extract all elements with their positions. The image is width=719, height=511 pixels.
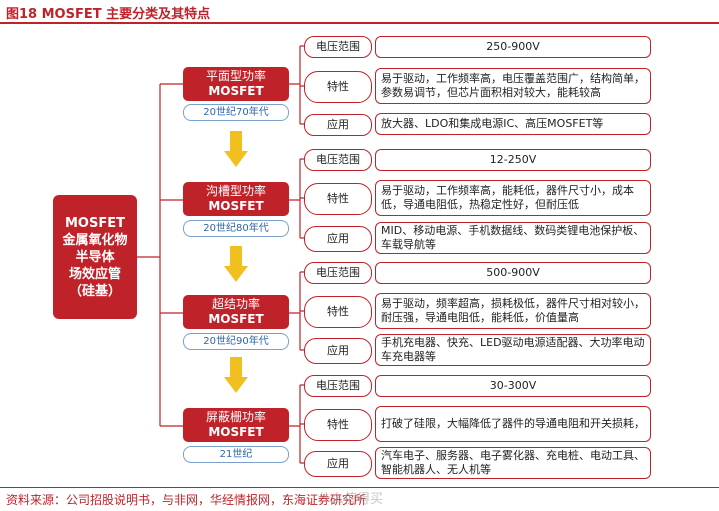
- row-value-voltage: 12-250V: [375, 149, 651, 171]
- root-line: 金属氧化物: [62, 232, 128, 248]
- row-label-features: 特性: [304, 296, 372, 328]
- category-type: MOSFET: [208, 199, 264, 213]
- category-name: 沟槽型功率: [205, 184, 266, 198]
- title-rule: [0, 22, 719, 24]
- row-label-features: 特性: [304, 183, 372, 215]
- row-value-features: 打破了硅限，大幅降低了器件的导通电阻和开关损耗，: [375, 406, 651, 442]
- row-label-applications: 应用: [304, 338, 372, 364]
- row-label-voltage: 电压范围: [304, 262, 372, 284]
- row-value-voltage: 30-300V: [375, 375, 651, 397]
- category-planar: 平面型功率 MOSFET: [183, 67, 289, 101]
- cat2-connector: [289, 158, 304, 239]
- category-name: 平面型功率: [205, 69, 266, 83]
- root-line: 半导体: [75, 249, 115, 265]
- root-line: （硅基）: [68, 283, 121, 299]
- era-badge: 21世纪: [183, 446, 289, 463]
- category-type: MOSFET: [208, 84, 264, 98]
- footer-rule: [0, 487, 719, 488]
- row-value-features: 易于驱动，工作频率高，能耗低，器件尺寸小，成本低，导通电阻低，热稳定性好，但耐压…: [375, 180, 651, 216]
- root-line: MOSFET: [65, 215, 125, 231]
- mosfet-root-box: MOSFET 金属氧化物 半导体 场效应管 （硅基）: [53, 195, 137, 319]
- down-arrow-icon: [224, 131, 248, 167]
- category-trench: 沟槽型功率 MOSFET: [183, 182, 289, 216]
- row-label-applications: 应用: [304, 114, 372, 136]
- era-badge: 20世纪80年代: [183, 220, 289, 237]
- row-label-features: 特性: [304, 71, 372, 103]
- down-arrow-icon: [224, 246, 248, 282]
- row-label-applications: 应用: [304, 451, 372, 477]
- figure-title: 图18 MOSFET 主要分类及其特点: [6, 7, 211, 22]
- row-label-voltage: 电压范围: [304, 375, 372, 397]
- row-value-applications: 手机充电器、快充、LED驱动电源适配器、大功率电动车充电器等: [375, 334, 651, 366]
- era-badge: 20世纪90年代: [183, 333, 289, 350]
- row-label-features: 特性: [304, 409, 372, 441]
- source-note: 资料来源：公司招股说明书，与非网，华经情报网，东海证券研究所: [6, 493, 367, 507]
- down-arrow-icon: [224, 357, 248, 393]
- row-label-voltage: 电压范围: [304, 36, 372, 58]
- cat3-connector: [289, 271, 304, 351]
- category-type: MOSFET: [208, 425, 264, 439]
- row-value-voltage: 250-900V: [375, 36, 651, 58]
- row-value-features: 易于驱动，工作频率高，电压覆盖范围广，结构简单，参数易调节，但芯片面积相对较大，…: [375, 68, 651, 104]
- row-value-applications: 放大器、LDO和集成电源IC、高压MOSFET等: [375, 113, 651, 135]
- row-label-voltage: 电压范围: [304, 149, 372, 171]
- row-value-voltage: 500-900V: [375, 262, 651, 284]
- row-label-applications: 应用: [304, 226, 372, 252]
- watermark: 什么值得买: [318, 492, 384, 507]
- cat1-connector: [289, 45, 304, 125]
- row-value-applications: MID、移动电源、手机数据线、数码类锂电池保护板、车载导航等: [375, 222, 651, 254]
- category-type: MOSFET: [208, 312, 264, 326]
- root-connector: [137, 83, 183, 427]
- category-name: 屏蔽栅功率: [205, 410, 266, 424]
- root-line: 场效应管: [68, 266, 121, 282]
- row-value-applications: 汽车电子、服务器、电子雾化器、充电桩、电动工具、智能机器人、无人机等: [375, 447, 651, 479]
- era-badge: 20世纪70年代: [183, 104, 289, 121]
- cat4-connector: [289, 384, 304, 464]
- category-name: 超结功率: [211, 297, 260, 311]
- category-shielded-gate: 屏蔽栅功率 MOSFET: [183, 408, 289, 442]
- category-superjunction: 超结功率 MOSFET: [183, 295, 289, 329]
- row-value-features: 易于驱动，频率超高，损耗极低，器件尺寸相对较小，耐压强，导通电阻低，能耗低，价值…: [375, 293, 651, 329]
